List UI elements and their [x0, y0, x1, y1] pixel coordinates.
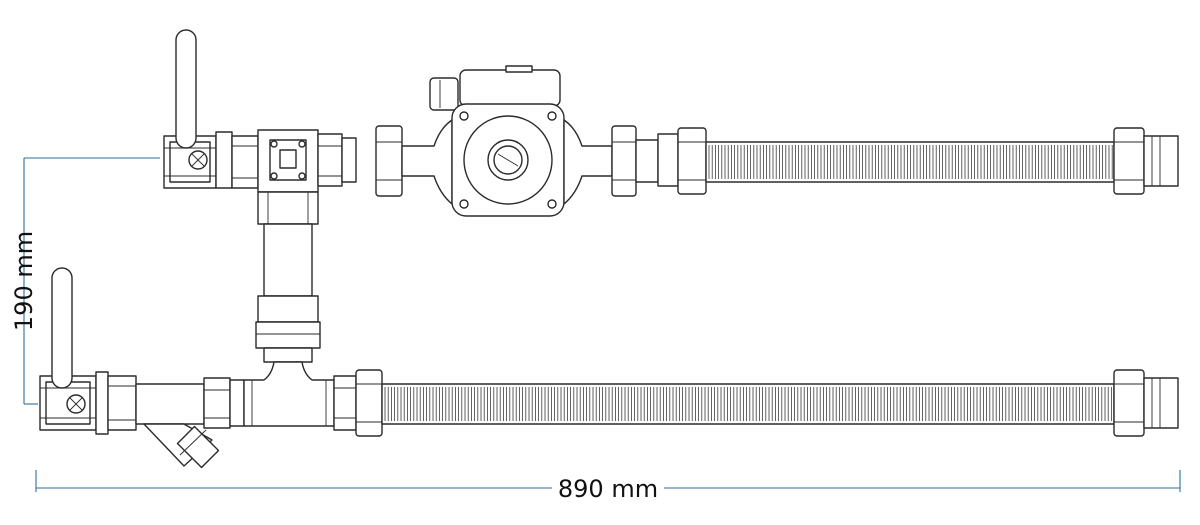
- upper-ball-valve: [163, 29, 233, 189]
- lower-flex-hose-ribs: [384, 387, 1112, 421]
- upper-tee-fitting: [257, 129, 319, 193]
- lower-union-3: [333, 375, 357, 431]
- height-dimension-label: 190 mm: [10, 231, 38, 331]
- lower-union-1: [107, 375, 137, 431]
- upper-union-2: [317, 133, 357, 187]
- upper-union-1: [231, 135, 259, 189]
- upper-pipe-assembly: [163, 29, 1179, 217]
- strainer-filter: [135, 383, 220, 469]
- lower-flex-hose-nut-left: [355, 369, 383, 437]
- lower-flex-hose-body: [381, 383, 1115, 425]
- width-dimension-label: 890 mm: [558, 475, 658, 503]
- upper-flex-hose-nut-left: [677, 127, 707, 195]
- upper-flex-hose-nut-right: [1113, 127, 1179, 195]
- height-dimension: 190 mm: [10, 157, 160, 405]
- upper-flex-hose-ribs: [708, 145, 1113, 179]
- circulation-pump: [429, 65, 613, 217]
- width-dimension: 890 mm: [35, 470, 1181, 503]
- pump-right-union: [611, 125, 679, 197]
- upper-flex-hose-body: [705, 141, 1115, 183]
- lower-tee-fitting: [243, 361, 335, 427]
- lower-union-2: [203, 377, 245, 429]
- bypass-connector: [255, 191, 321, 363]
- pump-left-union: [375, 119, 453, 205]
- lower-ball-valve: [39, 267, 109, 435]
- lower-pipe-assembly: [39, 267, 1179, 469]
- lower-flex-hose-nut-right: [1113, 369, 1179, 437]
